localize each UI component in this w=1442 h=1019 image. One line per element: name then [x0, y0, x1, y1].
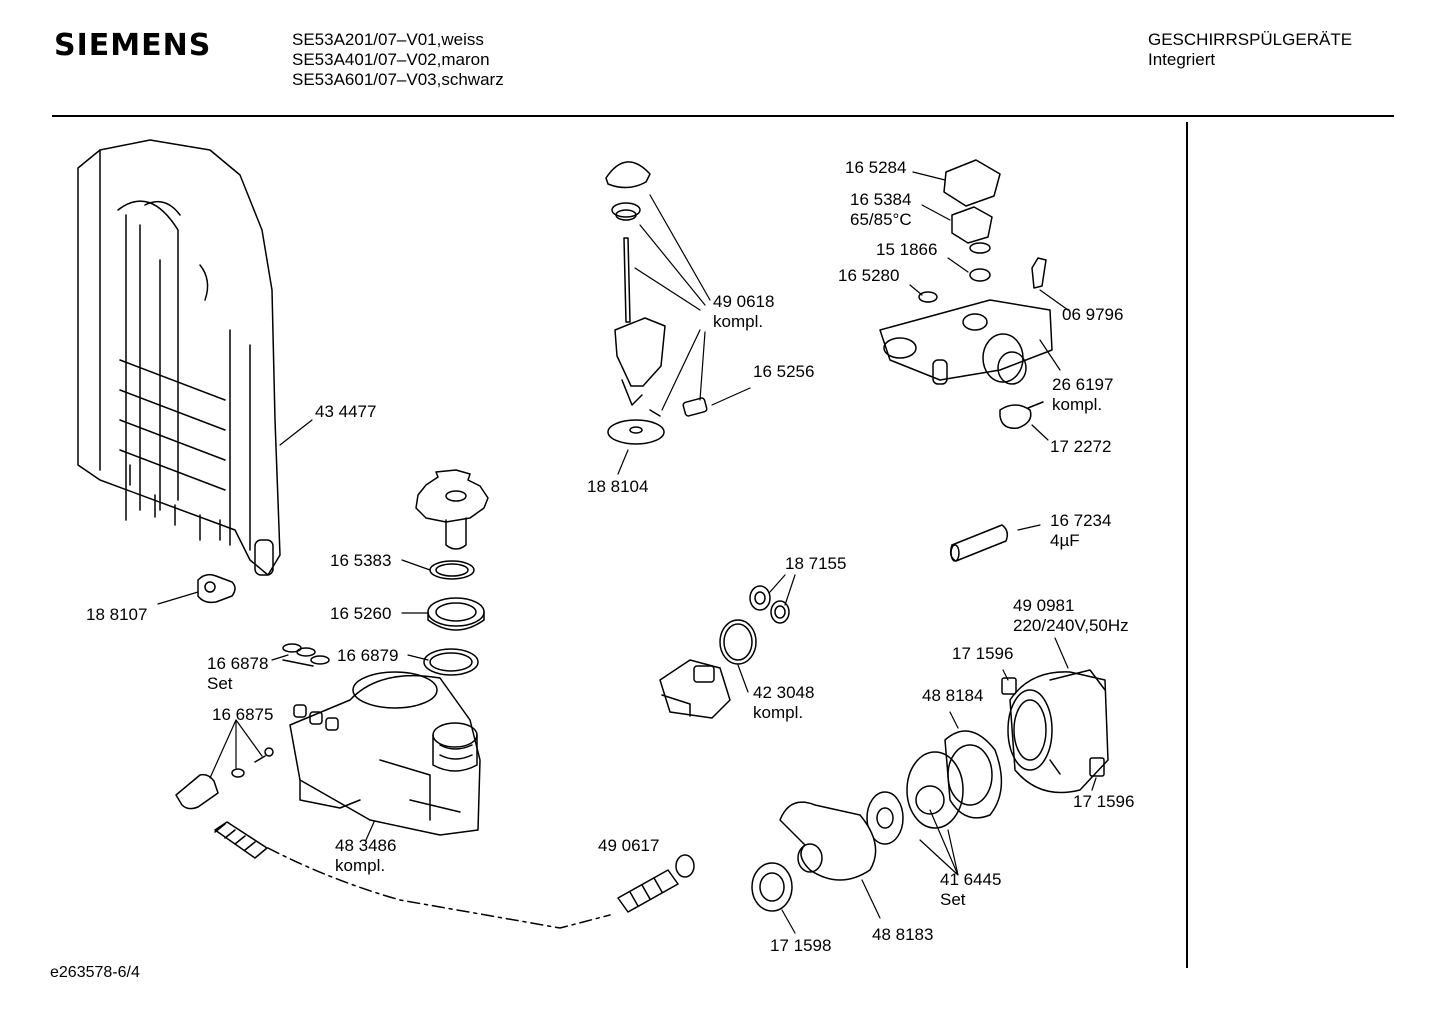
clip-188107-drawing [197, 573, 236, 604]
part-label: 49 0617 [598, 836, 660, 855]
part-label: 18 7155 [785, 554, 847, 573]
part-label: 43 4477 [315, 402, 377, 421]
category-subtitle: Integriert [1148, 50, 1216, 69]
category-title: GESCHIRRSPÜLGERÄTE [1148, 30, 1353, 49]
thermostat-cluster-drawing [879, 159, 1053, 429]
pump-assembly-drawing [751, 730, 1003, 912]
part-label: 49 0618 kompl. [713, 292, 775, 331]
model-list: SE53A201/07–V01,weiss SE53A401/07–V02,ma… [292, 30, 504, 90]
part-label: 49 0981 220/240V,50Hz [1013, 596, 1129, 635]
salt-cap-drawing [415, 469, 489, 550]
disc-set-drawing [282, 643, 330, 667]
part-label: 48 8184 [922, 686, 984, 705]
part-label: 17 1598 [770, 936, 832, 955]
side-divider [1186, 122, 1188, 968]
ring-nut-drawing [427, 597, 485, 631]
part-label: 48 3486 kompl. [335, 836, 397, 875]
valve-unit-drawing [659, 619, 757, 719]
part-label: 17 1596 [1073, 792, 1135, 811]
part-label: 26 6197 kompl. [1052, 375, 1114, 414]
part-label: 41 6445 Set [940, 870, 1002, 909]
part-label: 16 5384 65/85°C [850, 190, 912, 229]
hose-route-line [267, 847, 611, 929]
drawing-id: e263578-6/4 [50, 964, 140, 981]
part-label: 17 2272 [1050, 437, 1112, 456]
part-label: 16 6879 [337, 646, 399, 665]
seal-ring-166879-drawing [423, 648, 479, 676]
part-label: 16 7234 4µF [1050, 511, 1112, 550]
model-line: SE53A401/07–V02,maron [292, 50, 490, 69]
part-label: 16 5256 [753, 362, 815, 381]
hose-left-drawing [214, 821, 268, 859]
category-block: GESCHIRRSPÜLGERÄTE Integriert [1148, 30, 1352, 70]
model-line: SE53A601/07–V03,schwarz [292, 70, 504, 89]
water-tank-drawing [77, 139, 281, 576]
part-label: 17 1596 [952, 644, 1014, 663]
part-label: 16 6878 Set [207, 654, 269, 693]
part-label: 16 5383 [330, 551, 392, 570]
sump-housing-drawing [289, 671, 481, 836]
brand-logo: SIEMENS [54, 28, 212, 63]
part-label: 42 3048 kompl. [753, 683, 815, 722]
leader-lines [157, 171, 1097, 934]
header-divider [52, 115, 1394, 117]
part-label: 06 9796 [1062, 305, 1124, 324]
motor-drawing [1001, 669, 1109, 794]
part-label: 18 8107 [86, 605, 148, 624]
part-label: 16 5284 [845, 158, 907, 177]
part-label: 16 5260 [330, 604, 392, 623]
part-label: 18 8104 [587, 477, 649, 496]
part-label: 48 8183 [872, 925, 934, 944]
model-line: SE53A201/07–V01,weiss [292, 30, 484, 49]
part-label: 15 1866 [876, 240, 938, 259]
part-label: 16 5280 [838, 266, 900, 285]
capacitor-drawing [949, 524, 1009, 562]
valve-part-drawing [175, 747, 274, 810]
hose-490617-drawing [617, 854, 695, 913]
float-assembly-drawing [605, 161, 708, 445]
part-label: 16 6875 [212, 705, 274, 724]
grommet-drawing [749, 585, 790, 624]
